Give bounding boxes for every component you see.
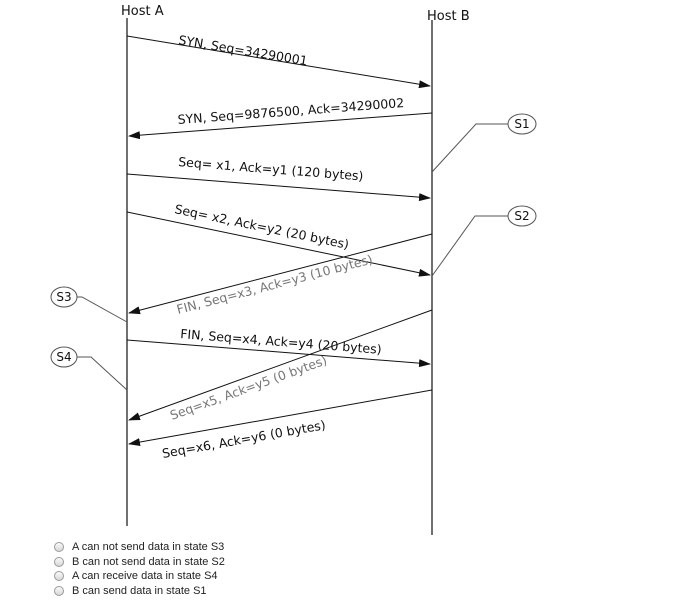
message-arrow-fin-x3: [128, 233, 433, 315]
answer-option-label: A can not send data in state S3: [72, 541, 225, 554]
message-arrow-x5: [128, 309, 433, 421]
state-callout-s3: S3: [50, 286, 128, 323]
state-label-s1: S1: [514, 117, 529, 131]
message-label-x2: Seq= x2, Ack=y2 (20 bytes): [173, 201, 350, 252]
message-arrow-x2: [126, 211, 431, 277]
message-arrow-syn-ack: [128, 112, 433, 140]
radio-button[interactable]: [54, 571, 64, 582]
state-callout-s2: S2: [431, 205, 537, 277]
answer-option[interactable]: A can receive data in state S4: [54, 569, 225, 584]
message-label-fin-x3: FIN, Seq=x3, Ack=y3 (10 bytes): [175, 252, 374, 317]
answer-option[interactable]: A can not send data in state S3: [54, 540, 225, 555]
answer-option[interactable]: B can send data in state S1: [54, 584, 225, 599]
message-label-syn: SYN, Seq=34290001: [178, 32, 309, 68]
message-arrow-x1: [126, 173, 431, 202]
message-arrow-x6: [128, 389, 433, 447]
message-label-x1: Seq= x1, Ack=y1 (120 bytes): [178, 154, 364, 184]
radio-button[interactable]: [54, 542, 64, 553]
answer-option-label: B can not send data in state S2: [72, 555, 225, 568]
answer-option-label: A can receive data in state S4: [72, 570, 218, 583]
state-label-s3: S3: [56, 290, 71, 304]
host-a-label: Host A: [121, 4, 164, 19]
state-callout-s1: S1: [431, 113, 537, 173]
host-b-label: Host B: [427, 9, 470, 24]
sequence-diagram: Host A Host B SYN, Seq=34290001 SYN, Seq…: [50, 4, 537, 535]
state-label-s4: S4: [56, 350, 71, 364]
message-arrow-fin-x4: [126, 339, 431, 368]
answer-options: A can not send data in state S3 B can no…: [54, 540, 225, 598]
state-label-s2: S2: [514, 209, 529, 223]
answer-option-label: B can send data in state S1: [72, 584, 207, 597]
answer-option[interactable]: B can not send data in state S2: [54, 555, 225, 570]
radio-button[interactable]: [54, 556, 64, 567]
message-arrow-syn: [126, 35, 431, 89]
radio-button[interactable]: [54, 585, 64, 596]
message-label-syn-ack: SYN, Seq=9876500, Ack=34290002: [177, 95, 405, 127]
state-callout-s4: S4: [50, 346, 128, 391]
